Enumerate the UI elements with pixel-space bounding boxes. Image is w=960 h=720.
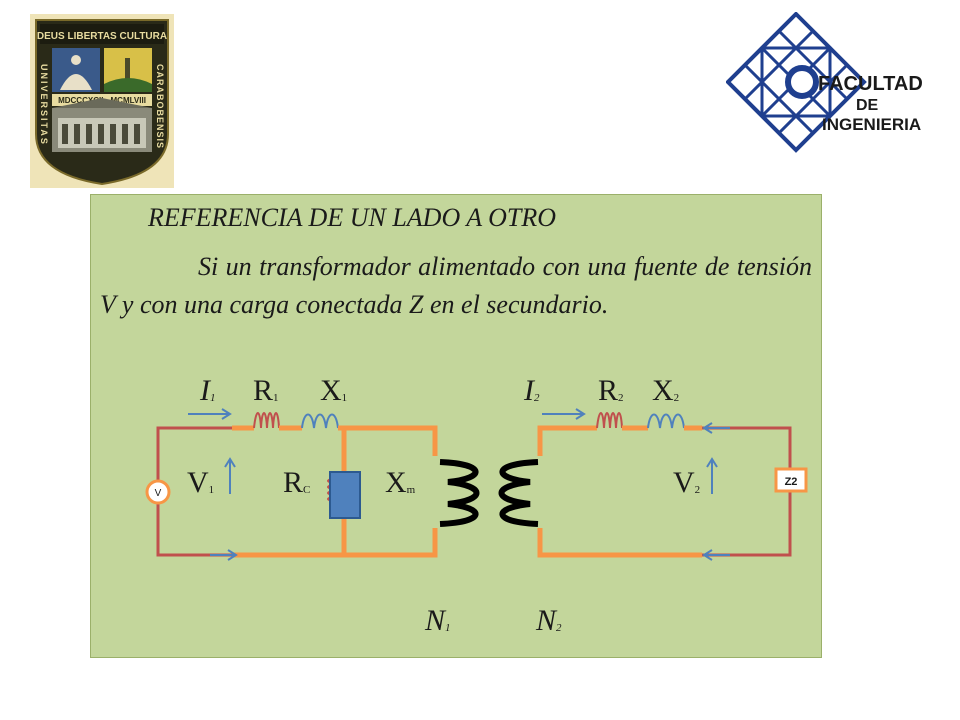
transformer-circuit: V Z2 [145, 408, 808, 561]
svg-text:DE: DE [856, 97, 879, 114]
faculty-logo: FACULTAD DE INGENIERIA [726, 12, 923, 153]
secondary-top-wire [537, 425, 597, 456]
label-v2: V2 [673, 466, 701, 499]
voltage-source [145, 479, 171, 505]
label-i2: I2 [524, 374, 540, 407]
source-label: V [155, 488, 162, 499]
label-r2: R2 [598, 374, 624, 407]
svg-text:INGENIERIA: INGENIERIA [822, 115, 921, 134]
secondary-bottom-wire [537, 528, 702, 558]
svg-text:CARABOBENSIS: CARABOBENSIS [155, 64, 165, 149]
label-n2: N2 [536, 604, 562, 637]
x1-inductor [301, 413, 339, 429]
r1-resistor [253, 412, 280, 429]
svg-text:DEUS LIBERTAS CULTURA: DEUS LIBERTAS CULTURA [37, 31, 167, 42]
label-rc: RC [283, 466, 311, 499]
label-i1: I1 [200, 374, 216, 407]
label-n1: N1 [425, 604, 451, 637]
primary-winding [439, 459, 480, 527]
load-label: Z2 [785, 476, 798, 488]
arrow-bottom-right [702, 549, 730, 561]
secondary-winding [498, 459, 539, 527]
slide-paragraph: Si un transformador alimentado con una f… [100, 252, 812, 319]
university-logo: DEUS LIBERTAS CULTURA MDCCCXCII - MCMLVI… [30, 14, 174, 188]
label-xm: Xm [385, 466, 416, 499]
label-r1: R1 [253, 374, 279, 407]
i1-arrow [188, 408, 232, 420]
x2-inductor [647, 413, 685, 429]
label-x2: X2 [652, 374, 680, 407]
load-impedance [774, 467, 808, 493]
svg-text:FACULTAD: FACULTAD [818, 73, 923, 95]
v2-arrow [706, 457, 718, 494]
i2-arrow [542, 408, 586, 420]
magnetizing-block [329, 471, 361, 519]
arrow-top-right [702, 422, 730, 434]
slide-heading: REFERENCIA DE UN LADO A OTRO [148, 203, 557, 232]
r2-resistor [596, 412, 623, 429]
svg-text:UNIVERSITAS: UNIVERSITAS [39, 64, 49, 146]
v1-arrow [224, 457, 236, 494]
label-v1: V1 [187, 466, 215, 499]
primary-bottom-wire [232, 528, 438, 558]
arrow-bottom-left [210, 549, 238, 561]
label-x1: X1 [320, 374, 348, 407]
